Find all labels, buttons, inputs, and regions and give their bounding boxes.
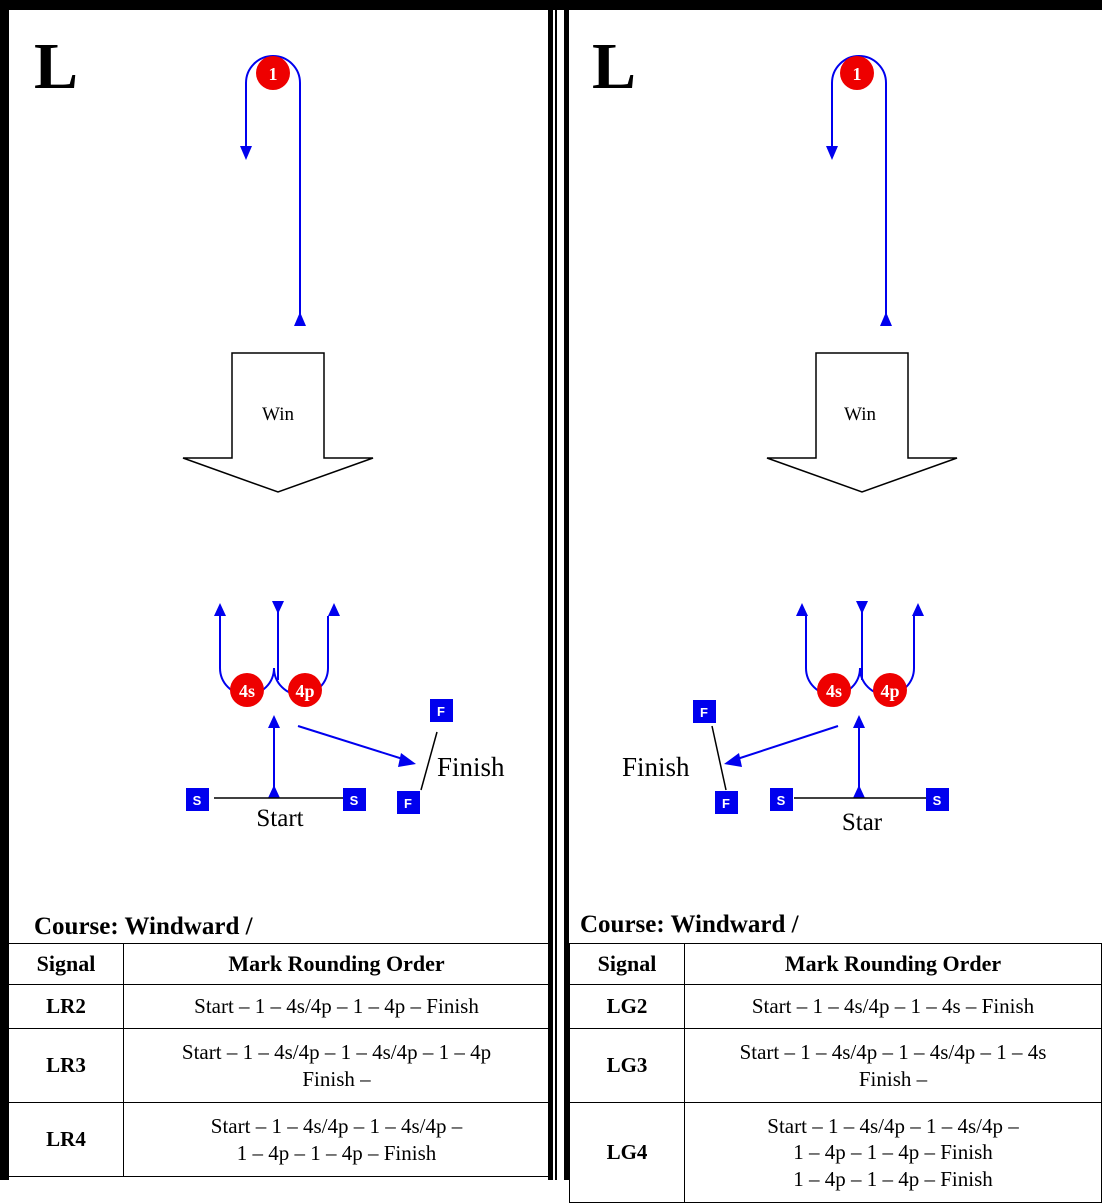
order-cell: Start – 1 – 4s/4p – 1 – 4s/4p –1 – 4p – …	[123, 1102, 550, 1177]
table-row: LR3 Start – 1 – 4s/4p – 1 – 4s/4p – 1 – …	[8, 1028, 550, 1103]
svg-text:4s: 4s	[239, 681, 255, 701]
svg-text:S: S	[350, 793, 359, 808]
table-header-row: Signal Mark Rounding Order	[8, 943, 550, 985]
arrow-up-icon	[853, 715, 865, 728]
mark-4s-icon: 4s	[230, 673, 264, 707]
svg-text:Win: Win	[262, 404, 294, 425]
start-pin-flag-icon: S	[770, 788, 793, 811]
frame-right	[548, 0, 553, 1180]
signal-cell: LG2	[569, 984, 685, 1029]
course-diagram: 1 Win 4s 4p S	[622, 55, 958, 836]
col-order-header: Mark Rounding Order	[684, 943, 1102, 985]
arrow-down-icon	[856, 601, 868, 614]
table-row: LG4 Start – 1 – 4s/4p – 1 – 4s/4p –1 – 4…	[569, 1102, 1102, 1203]
col-signal-header: Signal	[8, 943, 124, 985]
course-card-left: L 1 Win 4s 4p	[0, 0, 560, 1180]
finish-flag-bottom-icon: F	[397, 791, 420, 814]
signal-cell: LG4	[569, 1102, 685, 1203]
start-boat-flag-icon: S	[343, 788, 366, 811]
arrow-up-icon	[268, 715, 280, 728]
arrow-up-icon	[328, 603, 340, 616]
mark-4p-icon: 4p	[288, 673, 322, 707]
finish-line	[420, 731, 438, 791]
finish-label: Finish	[622, 752, 690, 782]
course-diagram: 1 Win 4s 4p S	[182, 55, 505, 832]
table-row: LR4 Start – 1 – 4s/4p – 1 – 4s/4p –1 – 4…	[8, 1102, 550, 1177]
col-signal-header: Signal	[569, 943, 685, 985]
windward-leg-line	[831, 55, 887, 318]
arrow-down-icon	[826, 146, 838, 160]
finish-line	[711, 725, 727, 791]
svg-text:4p: 4p	[295, 681, 314, 701]
arrow-left-icon	[724, 753, 742, 767]
svg-text:Win: Win	[844, 404, 876, 425]
arrow-up-icon	[796, 603, 808, 616]
windward-leg-line	[245, 55, 301, 318]
mark-4p-icon: 4p	[873, 673, 907, 707]
start-label: Start	[256, 805, 303, 832]
arrow-up-icon	[294, 312, 306, 326]
arrow-right-icon	[398, 753, 416, 767]
frame-top	[0, 0, 560, 10]
svg-text:F: F	[722, 796, 730, 811]
arrow-up-icon	[268, 785, 280, 798]
course-title: Course: Windward /	[34, 913, 253, 940]
table-row: LG2 Start – 1 – 4s/4p – 1 – 4s – Finish	[569, 984, 1102, 1029]
finish-label: Finish	[437, 752, 505, 782]
course-title: Course: Windward /	[580, 911, 799, 938]
svg-text:S: S	[777, 793, 786, 808]
start-boat-flag-icon: S	[926, 788, 949, 811]
signal-cell: LR4	[8, 1102, 124, 1177]
wind-arrow-icon	[182, 352, 374, 493]
table-header-row: Signal Mark Rounding Order	[569, 943, 1102, 985]
svg-text:F: F	[404, 796, 412, 811]
svg-text:F: F	[437, 704, 445, 719]
course-letter: L	[592, 30, 637, 103]
finish-flag-top-icon: F	[693, 700, 716, 723]
frame-right-inner	[555, 0, 557, 1180]
svg-text:S: S	[933, 793, 942, 808]
order-cell: Start – 1 – 4s/4p – 1 – 4s – Finish	[684, 984, 1102, 1029]
arrow-up-icon	[214, 603, 226, 616]
order-cell: Start – 1 – 4s/4p – 1 – 4s/4p –1 – 4p – …	[684, 1102, 1102, 1203]
arrow-up-icon	[853, 785, 865, 798]
rounding-table: Signal Mark Rounding Order LG2 Start – 1…	[569, 943, 1102, 1203]
frame-top	[560, 0, 1102, 10]
svg-text:F: F	[700, 705, 708, 720]
start-pin-flag-icon: S	[186, 788, 209, 811]
svg-text:S: S	[193, 793, 202, 808]
finish-flag-top-icon: F	[430, 699, 453, 722]
svg-text:1: 1	[853, 64, 862, 84]
arrow-down-icon	[240, 146, 252, 160]
signal-cell: LG3	[569, 1028, 685, 1103]
frame-left	[564, 0, 569, 1180]
course-letter: L	[34, 30, 79, 103]
arrow-down-icon	[272, 601, 284, 614]
start-label: Star	[842, 809, 883, 836]
mark-4s-icon: 4s	[817, 673, 851, 707]
finish-flag-bottom-icon: F	[715, 791, 738, 814]
frame-left	[0, 0, 9, 1180]
rounding-table: Signal Mark Rounding Order LR2 Start – 1…	[8, 943, 550, 1177]
svg-text:4s: 4s	[826, 681, 842, 701]
signal-cell: LR3	[8, 1028, 124, 1103]
table-row: LG3 Start – 1 – 4s/4p – 1 – 4s/4p – 1 – …	[569, 1028, 1102, 1103]
order-cell: Start – 1 – 4s/4p – 1 – 4p – Finish	[123, 984, 550, 1029]
mark-1-icon: 1	[840, 56, 874, 90]
svg-text:4p: 4p	[880, 681, 899, 701]
wind-arrow-icon	[766, 352, 958, 493]
course-card-right: L 1 Win 4s 4p	[560, 0, 1102, 1203]
table-row: LR2 Start – 1 – 4s/4p – 1 – 4p – Finish	[8, 984, 550, 1029]
col-order-header: Mark Rounding Order	[123, 943, 550, 985]
mark-1-icon: 1	[256, 56, 290, 90]
arrow-up-icon	[912, 603, 924, 616]
svg-text:1: 1	[269, 64, 278, 84]
signal-cell: LR2	[8, 984, 124, 1029]
arrow-up-icon	[880, 312, 892, 326]
